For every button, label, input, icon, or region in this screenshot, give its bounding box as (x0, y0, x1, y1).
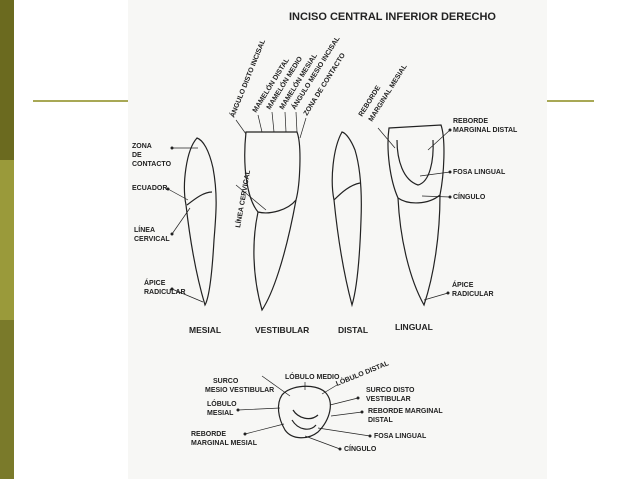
diagram-sheet (128, 0, 547, 479)
view-label-mesial: MESIAL (189, 325, 221, 335)
view-label-lingual: LINGUAL (395, 322, 433, 332)
label-reborde-marginal-distal-1: REBORDE (453, 118, 488, 125)
label-surco-mesio-vestibular-2: MESIO VESTIBULAR (205, 387, 274, 394)
sidebar-segment-middle (0, 160, 14, 320)
label-linea-cervical-1: LÍNEA (134, 225, 155, 234)
label-reborde-marginal-distal-2: MARGINAL DISTAL (453, 127, 518, 134)
label-apice-radicular-left-1: ÁPICE (144, 278, 166, 287)
label-apice-radicular-left-2: RADICULAR (144, 289, 186, 296)
label-ecuador: ECUADOR (132, 185, 167, 192)
sidebar-segment-top (0, 0, 14, 160)
lingual-root-outline (397, 194, 441, 307)
occlusal-outline (277, 385, 331, 439)
distal-tooth-outline (331, 131, 362, 308)
label-lobulo-mesial-1: LÓBULO (207, 399, 237, 408)
label-cingulo-occ: CÍNGULO (344, 444, 377, 453)
label-zona-contacto-1: ZONA (132, 143, 152, 150)
lingual-crown-outline (387, 124, 445, 204)
vestibular-crown-outline (244, 131, 301, 214)
label-apice-radicular-right-2: RADICULAR (452, 291, 494, 298)
label-cingulo: CÍNGULO (453, 192, 486, 201)
occlusal-cingulum (291, 419, 317, 430)
label-reborde-marginal-mesial-1: REBORDE (191, 431, 226, 438)
label-fosa-lingual-occ: FOSA LINGUAL (374, 433, 427, 440)
label-reborde-marginal-distal-occ-1: REBORDE MARGINAL (368, 408, 443, 415)
label-surco-disto-vestibular-1: SURCO DISTO (366, 387, 415, 394)
diagram-title: INCISO CENTRAL INFERIOR DERECHO (289, 11, 496, 23)
label-surco-disto-vestibular-2: VESTIBULAR (366, 396, 411, 403)
label-linea-cervical-2: CERVICAL (134, 236, 170, 243)
accent-rule-left (33, 100, 128, 102)
label-lobulo-medio: LÓBULO MEDIO (285, 372, 340, 381)
view-label-vestibular: VESTIBULAR (255, 325, 309, 335)
label-apice-radicular-right-1: ÁPICE (452, 280, 474, 289)
sidebar-segment-bottom (0, 320, 14, 479)
view-label-distal: DISTAL (338, 325, 368, 335)
distal-cervical-line (333, 182, 361, 201)
vestibular-root-outline (253, 199, 297, 312)
label-reborde-marginal-mesial-2: MARGINAL MESIAL (191, 440, 258, 447)
label-zona-contacto-2: DE (132, 152, 142, 159)
mesial-tooth-outline (183, 137, 217, 307)
occlusal-fossa (292, 409, 319, 420)
label-reborde-marginal-distal-occ-2: DISTAL (368, 417, 393, 424)
mesial-cervical-line (186, 191, 213, 206)
accent-rule-right (547, 100, 594, 102)
lingual-fossa (396, 139, 434, 186)
label-lobulo-mesial-2: MESIAL (207, 410, 234, 417)
slide-sidebar (0, 0, 14, 479)
label-surco-mesio-vestibular-1: SURCO (213, 378, 239, 385)
label-lobulo-distal: LÓBULO DISTAL (334, 358, 390, 388)
label-zona-contacto-3: CONTACTO (132, 161, 172, 168)
label-fosa-lingual: FOSA LINGUAL (453, 169, 506, 176)
label-linea-cervical-vertical: LÍNEA CERVICAL (233, 169, 252, 229)
